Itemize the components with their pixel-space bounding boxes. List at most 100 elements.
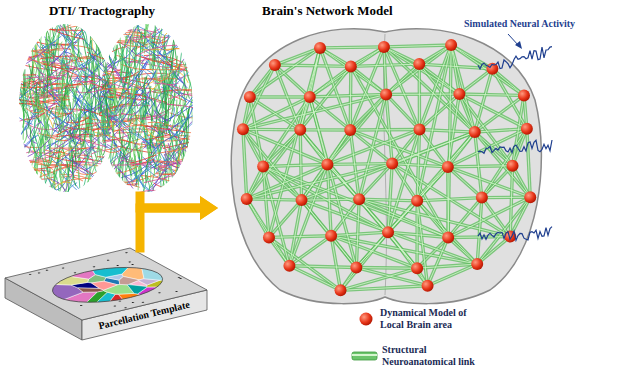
link-highlight [386,64,419,94]
fibre [115,95,130,113]
link-highlight [527,129,530,198]
brain-area-node [345,60,357,72]
grid-dot [37,272,41,273]
link-highlight [247,199,290,266]
legend-text: Dynamical Model of Local Brain area [380,307,492,331]
parcel [132,278,207,303]
structural-links [243,45,530,290]
link-highlight [510,166,512,237]
brain-area-nodes [237,39,536,296]
fibre [23,112,25,140]
fibre [79,173,87,195]
node-heading: DTI/ Tractography [10,0,194,19]
link-highlight [451,45,475,132]
link-highlight [247,199,302,200]
link-highlight [420,130,475,133]
fibre [68,109,107,118]
link-highlight [327,163,392,165]
link-highlight [359,199,417,201]
grid-dot [79,305,83,306]
fibre [157,58,163,82]
link-highlight [351,66,448,237]
structural-link [510,166,512,237]
link-highlight [492,69,524,96]
fibre [47,55,49,98]
link-highlight [269,236,331,238]
activity-trace [478,227,552,241]
link-highlight [417,198,482,201]
brain-area-node [445,39,457,51]
link-highlight [247,130,301,199]
fibre [101,148,121,153]
fibre [61,91,68,110]
grid-dot [116,265,120,266]
fibre [113,71,140,78]
structural-link [350,130,392,164]
fibre [103,109,105,142]
fibre [148,132,153,163]
link-highlight [428,264,478,286]
brain-area-node [442,161,454,173]
fibre [82,21,89,52]
structural-link [349,66,353,130]
link-highlight [448,197,530,237]
arrow-head [200,196,218,220]
structural-link [384,45,451,47]
link-highlight [475,95,524,132]
grid-dot [179,278,183,279]
brain-area-node [321,158,333,170]
fibre [79,172,83,202]
fibre [42,64,78,76]
link-highlight [275,48,320,65]
fibre [145,135,170,140]
link-highlight [302,200,478,264]
grid-dot [28,274,32,275]
link-highlight [331,199,359,236]
grid-dot [73,272,77,273]
fibre [54,170,56,207]
brain-area-node [411,195,423,207]
structural-link [289,236,331,266]
grid-dot [131,302,135,303]
structural-link [320,45,384,49]
structural-link [448,198,482,238]
activity-trace [478,47,552,69]
brain-area-node [257,161,269,173]
grid-dot [45,270,49,271]
brain-area-node [335,284,347,296]
fibre [45,155,84,162]
fibre [18,135,38,154]
grid-dot [113,305,117,306]
fibre [90,109,93,137]
fibre [88,156,98,186]
link-highlight [392,164,510,237]
structural-link [492,69,524,96]
brain-area-node [413,58,425,70]
link-highlight [300,66,351,129]
fibre [129,95,151,120]
legend-samples [352,313,377,361]
structural-link [302,197,360,201]
link-highlight [448,198,482,238]
link-highlight [269,237,341,290]
link-highlight [482,197,530,198]
structural-link [350,128,419,132]
fibre-bundle [81,3,212,199]
brain-area-node [353,193,365,205]
link-highlight [392,164,448,167]
structural-link [351,66,386,94]
fibre [168,94,212,99]
brain-outline [34,260,180,309]
fibre [16,159,55,184]
link-highlight [386,45,451,94]
fibre [85,140,97,153]
link-highlight [289,200,301,266]
link-highlight [350,130,392,164]
fibre [173,135,184,165]
legend-link-sample [352,352,377,360]
fibre [113,75,123,117]
fibre [160,90,192,92]
link-highlight [263,164,327,166]
link-highlight [482,166,513,198]
fibre [139,43,141,63]
